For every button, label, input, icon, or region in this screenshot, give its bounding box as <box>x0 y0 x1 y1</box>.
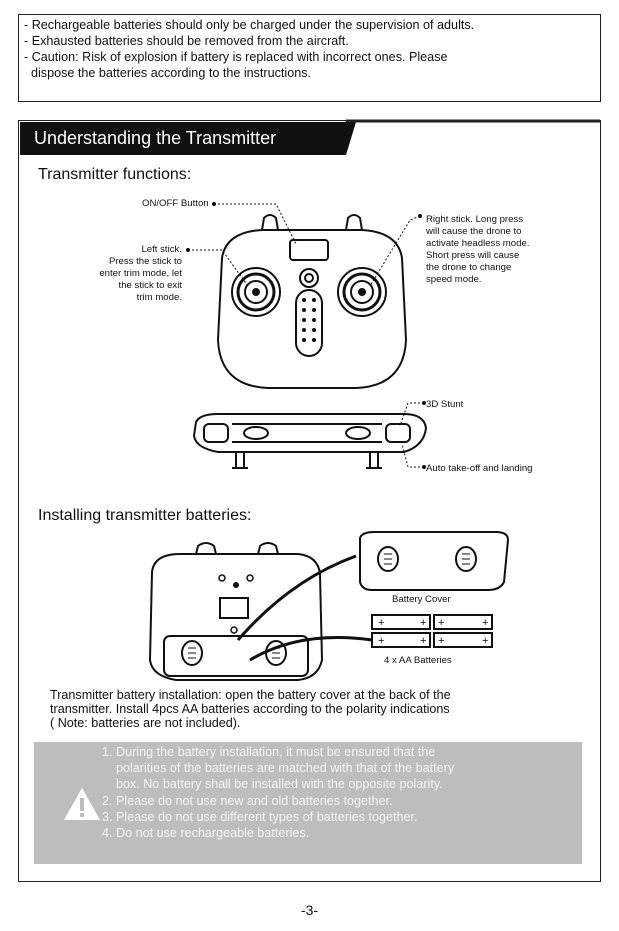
warning-triangle-icon <box>64 788 100 820</box>
notice-line: 3. Please do not use different types of … <box>102 810 418 824</box>
install-description-line: ( Note: batteries are not included). <box>50 716 241 730</box>
svg-text:+: + <box>482 617 488 629</box>
aa-batteries-label: 4 x AA Batteries <box>384 655 452 666</box>
svg-text:+: + <box>420 617 426 629</box>
warning-line: - Exhausted batteries should be removed … <box>24 34 349 48</box>
functions-heading: Transmitter functions: <box>38 166 192 183</box>
warnings-box <box>18 14 601 102</box>
notice-line: 1. During the battery installation, it m… <box>102 745 436 759</box>
notice-line: 2. Please do not use new and old batteri… <box>102 794 393 808</box>
warning-line: dispose the batteries according to the i… <box>24 66 312 80</box>
battery-install-illustration: + + + + + + + + <box>148 531 510 681</box>
takeoff-label: Auto take-off and landing <box>426 463 533 474</box>
svg-text:+: + <box>378 635 384 647</box>
section-title: Understanding the Transmitter <box>20 122 346 155</box>
onoff-label: ON/OFF Button <box>142 198 209 209</box>
transmitter-top-illustration <box>192 401 428 469</box>
warning-line: - Caution: Risk of explosion if battery … <box>24 50 448 64</box>
notice-line: box. No battery shall be installed with … <box>102 777 443 791</box>
install-description-line: Transmitter battery installation: open t… <box>50 688 451 702</box>
title-tab-corner <box>346 119 600 155</box>
notice-line: polarities of the batteries are matched … <box>102 761 455 775</box>
install-heading: Installing transmitter batteries: <box>38 507 252 524</box>
svg-text:+: + <box>378 617 384 629</box>
transmitter-section <box>18 120 601 882</box>
svg-text:+: + <box>420 635 426 647</box>
page-number: -3- <box>300 902 319 918</box>
left-stick-label: Left stick. Press the stick to enter tri… <box>99 244 182 303</box>
right-stick-label: Right stick. Long press will cause the d… <box>426 214 530 285</box>
notice-line: 4. Do not use rechargeable batteries. <box>102 826 310 840</box>
svg-text:+: + <box>438 617 444 629</box>
battery-cover-label: Battery Cover <box>392 594 451 605</box>
svg-text:+: + <box>482 635 488 647</box>
warning-line: - Rechargeable batteries should only be … <box>24 18 475 32</box>
svg-text:+: + <box>438 635 444 647</box>
install-description-line: transmitter. Install 4pcs AA batteries a… <box>50 702 450 716</box>
battery-notice-box <box>34 742 582 864</box>
stunt-label: 3D Stunt <box>426 399 464 410</box>
transmitter-front-illustration <box>186 202 422 389</box>
